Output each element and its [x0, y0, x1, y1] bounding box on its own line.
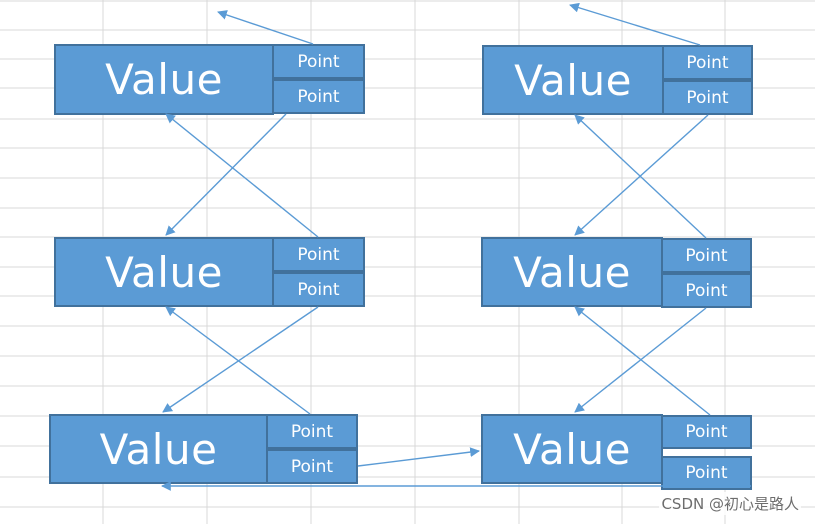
- point-box: Point: [266, 414, 358, 449]
- point-box: Point: [266, 449, 358, 484]
- point-box: Point: [272, 237, 365, 272]
- connector-arrow: [574, 114, 707, 239]
- point-box: Point: [661, 456, 752, 490]
- connector-arrow: [574, 306, 711, 416]
- point-box: Point: [661, 415, 752, 449]
- connector-arrow: [165, 113, 287, 236]
- connector-arrow: [165, 306, 311, 415]
- connector-arrow: [569, 2, 701, 46]
- point-box: Point: [662, 80, 753, 115]
- value-box: Value: [482, 45, 664, 115]
- value-box: Value: [481, 414, 663, 484]
- value-box: Value: [49, 414, 268, 484]
- point-box: Point: [661, 273, 752, 308]
- point-box: Point: [661, 238, 752, 273]
- point-box: Point: [272, 44, 365, 79]
- value-box: Value: [481, 237, 663, 307]
- point-box: Point: [272, 79, 365, 114]
- connector-arrow: [162, 306, 319, 413]
- value-box: Value: [54, 44, 274, 115]
- point-box: Point: [272, 272, 365, 307]
- point-box: Point: [662, 45, 753, 80]
- connector-arrow: [217, 10, 314, 45]
- connector-arrow: [357, 447, 480, 467]
- connector-arrow: [165, 113, 319, 238]
- connector-arrow: [574, 114, 709, 236]
- watermark: CSDN @初心是路人: [659, 492, 801, 515]
- value-box: Value: [54, 237, 274, 307]
